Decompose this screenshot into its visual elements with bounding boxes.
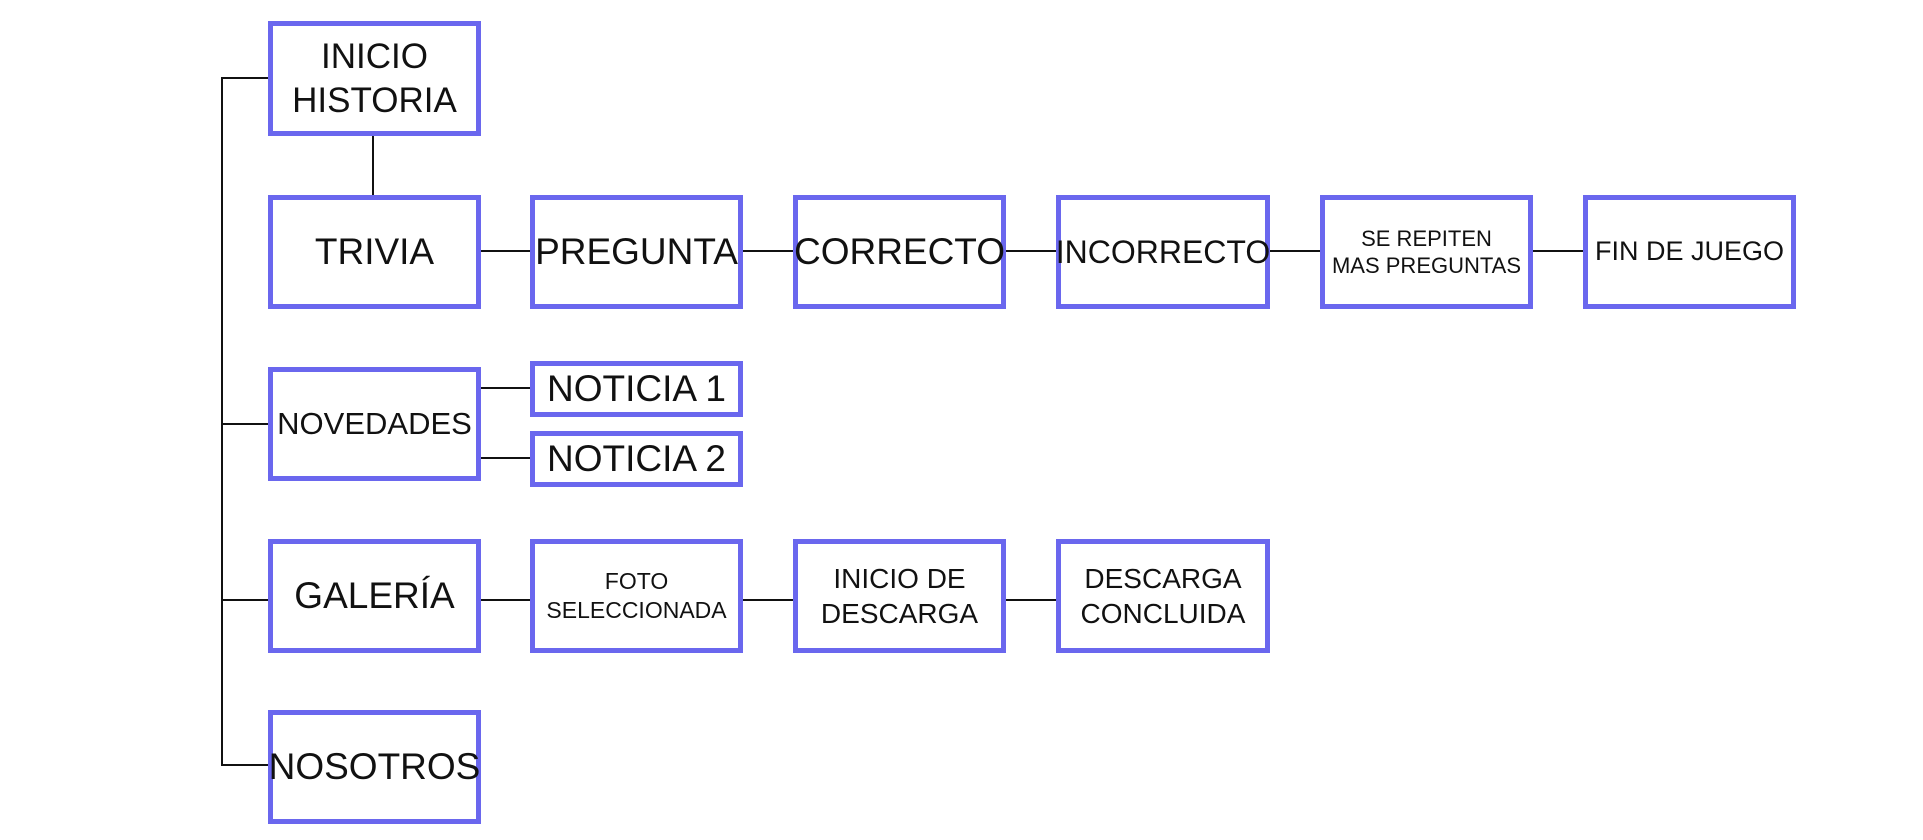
node-noticia-1: NOTICIA 1 [530,361,743,417]
node-galeria: GALERÍA [268,539,481,653]
node-se-repiten: SE REPITEN MAS PREGUNTAS [1320,195,1533,309]
node-trivia: TRIVIA [268,195,481,309]
connector-spine [221,77,268,766]
node-descarga-concluida: DESCARGA CONCLUIDA [1056,539,1270,653]
node-inicio-historia: INICIO HISTORIA [268,21,481,136]
node-pregunta: PREGUNTA [530,195,743,309]
node-foto-seleccionada: FOTO SELECCIONADA [530,539,743,653]
node-fin-de-juego: FIN DE JUEGO [1583,195,1796,309]
node-inicio-de-descarga: INICIO DE DESCARGA [793,539,1006,653]
node-correcto: CORRECTO [793,195,1006,309]
node-nosotros: NOSOTROS [268,710,481,824]
node-incorrecto: INCORRECTO [1056,195,1270,309]
node-noticia-2: NOTICIA 2 [530,431,743,487]
node-novedades: NOVEDADES [268,367,481,481]
